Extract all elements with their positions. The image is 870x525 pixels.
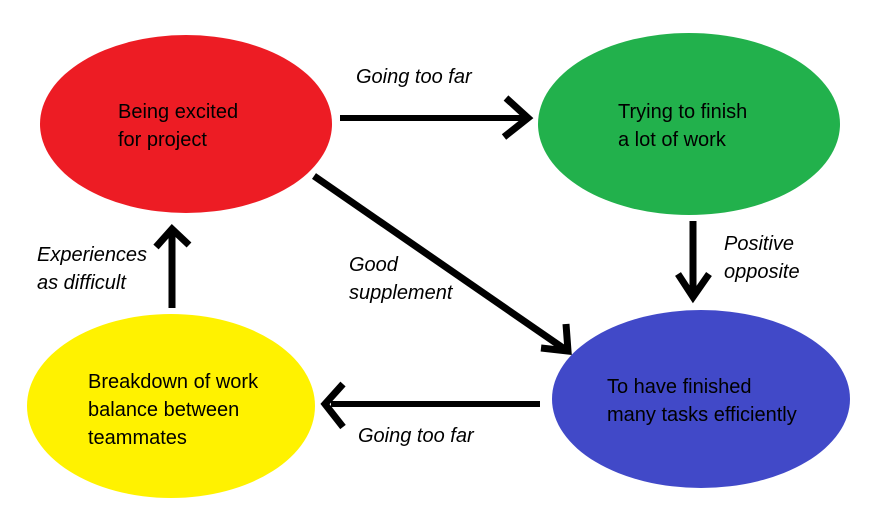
node-line: for project [118,129,207,151]
arrow-green-to-blue [675,221,712,304]
edge-label-good-supplement: Good supplement [349,254,453,304]
arrow-yellow-to-red [153,223,192,308]
node-being-excited-label: Being excited for project [118,98,238,154]
node-line: balance between [88,399,240,421]
node-trying-to-finish-label: Trying to finish a lot of work [618,98,747,154]
node-line: Being excited [118,101,239,123]
arrow-blue-to-yellow [320,381,540,430]
node-finished-tasks-ellipse [552,310,850,488]
node-breakdown-ellipse [27,314,315,498]
edge-label-positive-opposite: Positive opposite [724,233,800,283]
arrow-red-to-green [340,95,534,140]
node-line: a lot of work [618,129,726,151]
node-line: teammates [88,427,187,449]
arrow-red-to-blue [312,173,572,355]
edge-label-experiences-as-difficult: Experiences as difficult [37,244,148,294]
node-breakdown-label: Breakdown of work balance between teamma… [88,368,258,452]
edge-label-going-too-far-bottom: Going too far [358,425,474,447]
node-trying-to-finish-ellipse [538,33,840,215]
edge-label-going-too-far-top: Going too far [356,66,472,88]
node-finished-tasks-label: To have finished many tasks efficiently [607,373,797,429]
node-being-excited-ellipse [40,35,332,213]
node-line: Trying to finish [618,101,748,123]
node-line: Breakdown of work [88,371,259,393]
node-line: many tasks efficiently [607,404,797,426]
node-line: To have finished [607,376,752,398]
